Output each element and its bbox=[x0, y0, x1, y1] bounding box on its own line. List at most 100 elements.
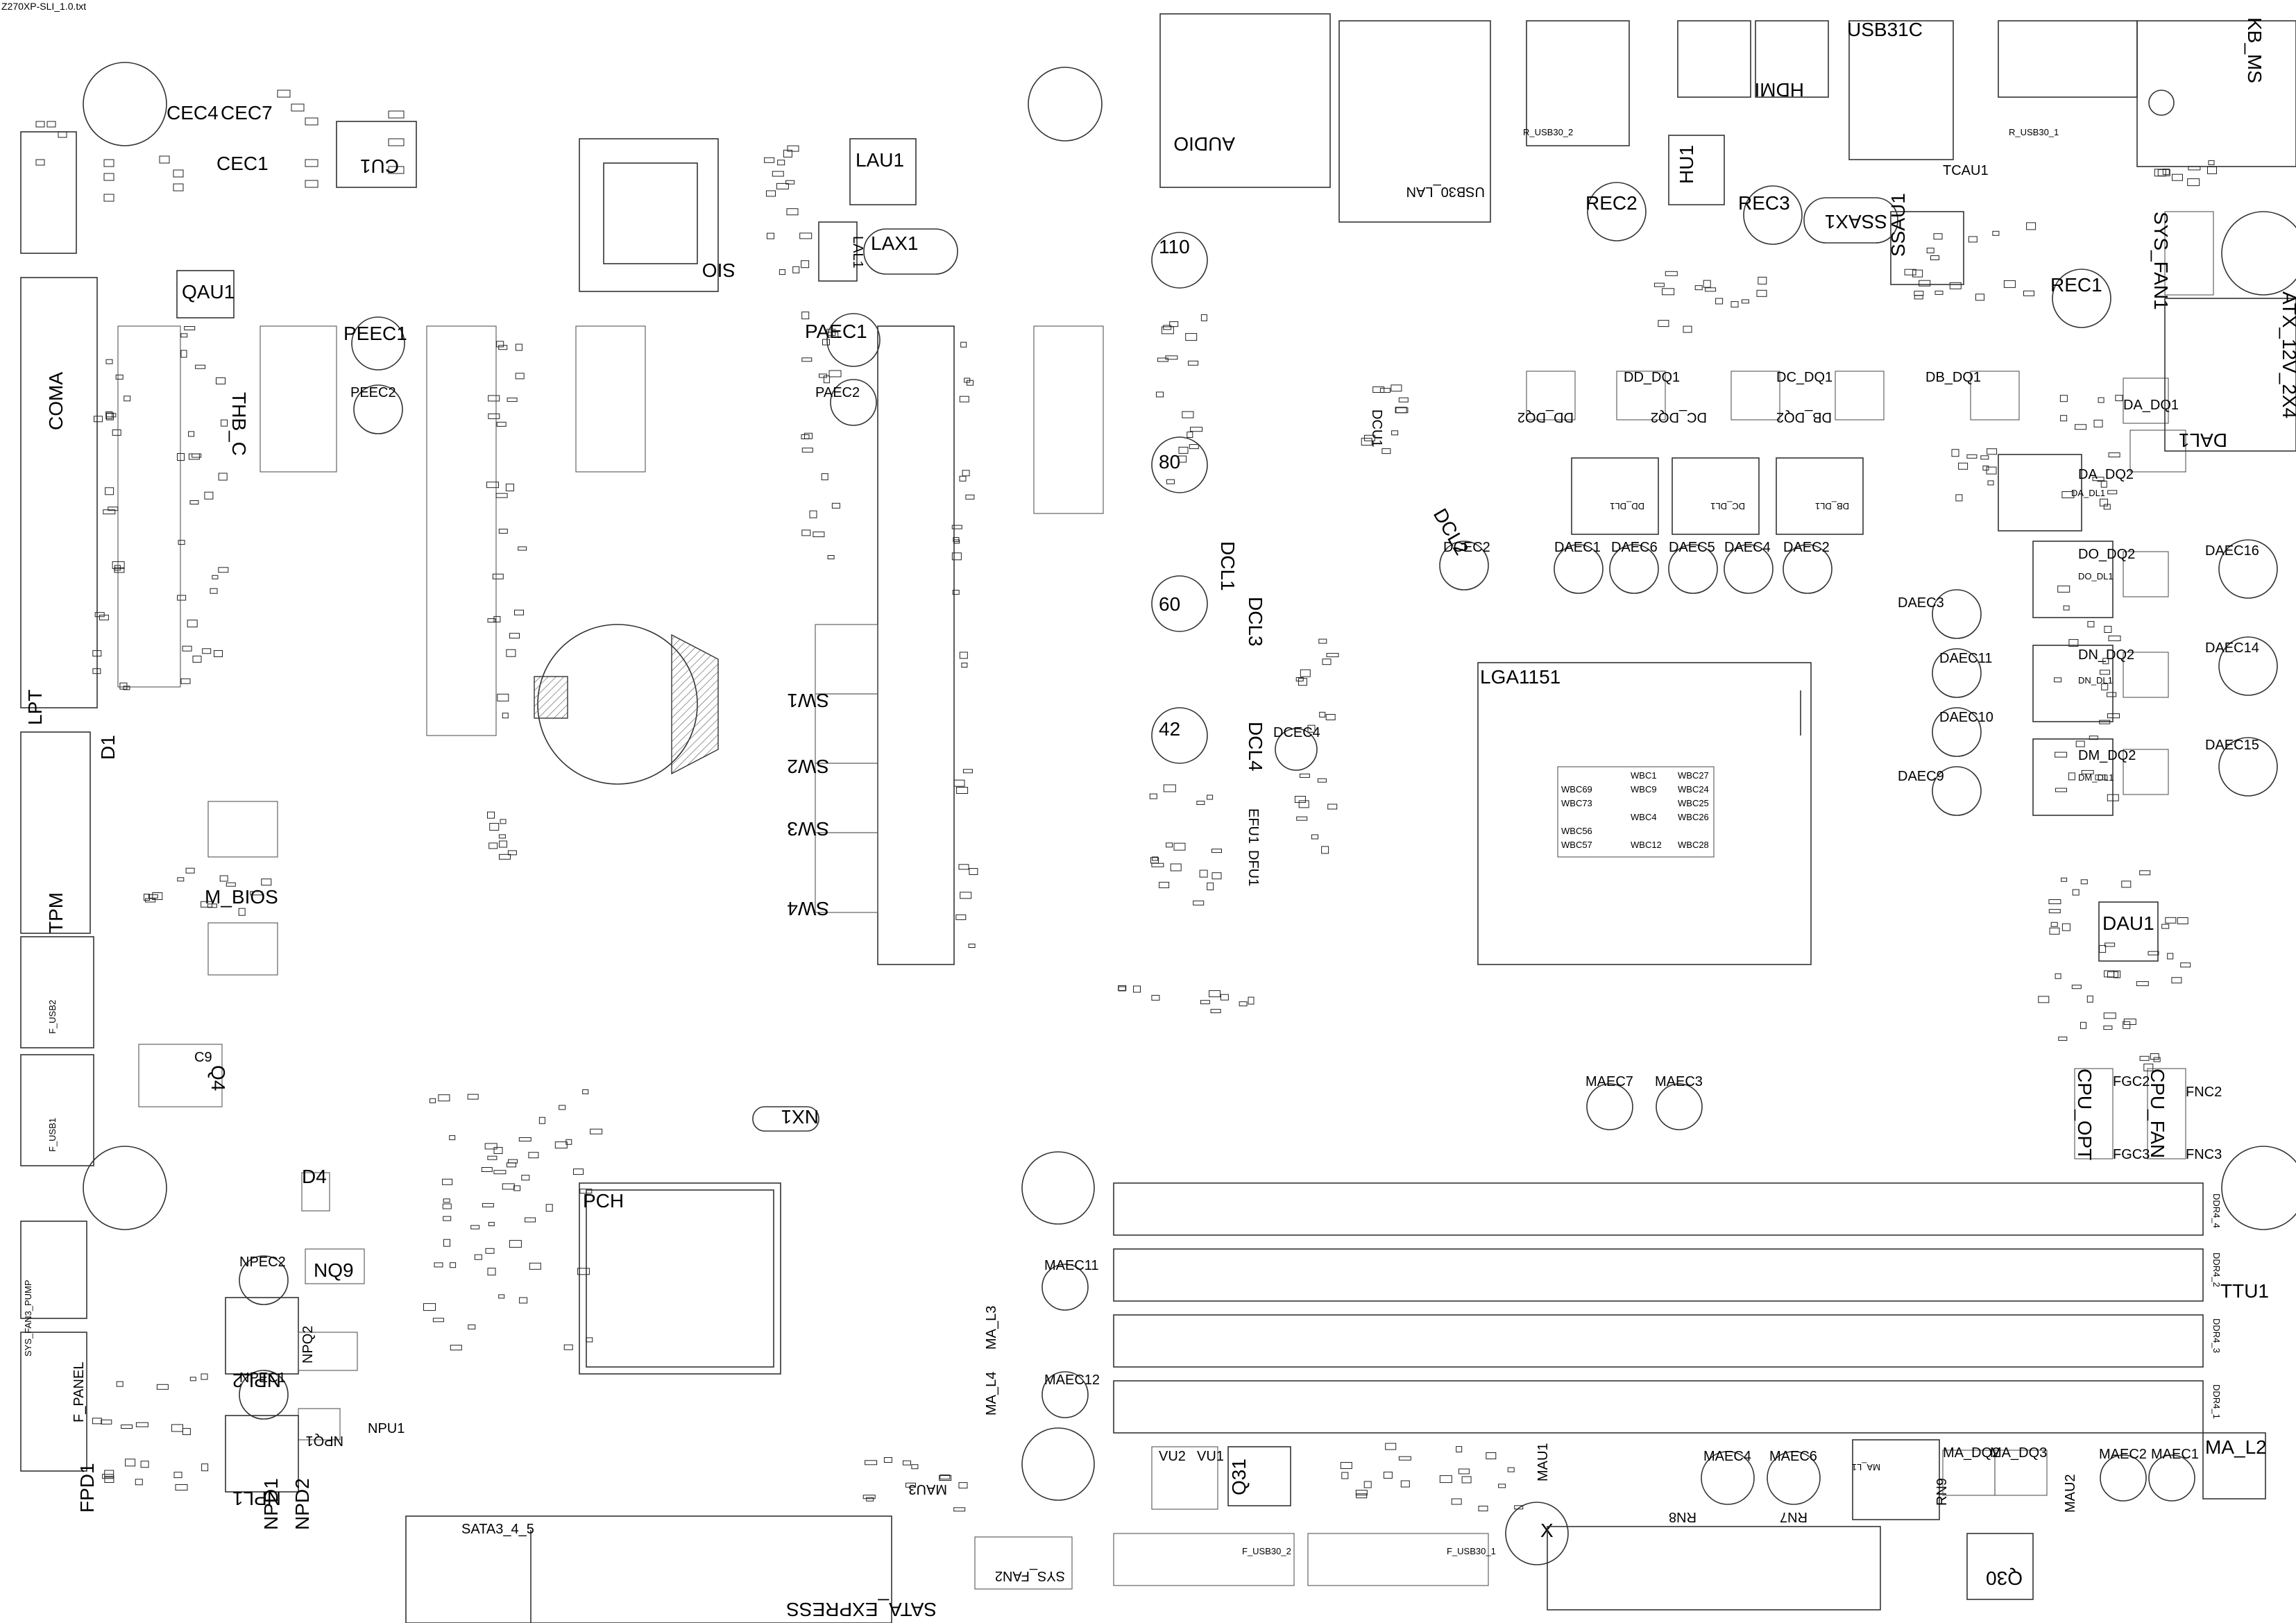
smd-pad bbox=[2055, 751, 2068, 758]
socket-cap-labels: WBC27 WBC24 WBC25 WBC26 WBC28 WBC1 WBC9 … bbox=[1561, 770, 1709, 850]
label-db-dq2: DB_DQ2 bbox=[1776, 409, 1832, 425]
smd-pad bbox=[1992, 230, 2000, 236]
smd-pad bbox=[2087, 621, 2095, 628]
smd-pad bbox=[823, 375, 830, 384]
smd-pad bbox=[2123, 1019, 2136, 1025]
smd-pad bbox=[801, 434, 810, 439]
smd-pad bbox=[1451, 1498, 1462, 1505]
smd-pad bbox=[2068, 639, 2079, 647]
smd-pad bbox=[2058, 1036, 2068, 1041]
smd-pad bbox=[1169, 321, 1179, 328]
label-peec1: PEEC1 bbox=[343, 323, 407, 344]
label-npec2: NPEC2 bbox=[239, 1255, 286, 1270]
smd-pad bbox=[1498, 1484, 1506, 1488]
smd-pad bbox=[499, 853, 511, 860]
smd-pad bbox=[2208, 160, 2215, 165]
smd-pad bbox=[1951, 449, 1959, 457]
smd-pad bbox=[423, 1303, 436, 1311]
smd-pad bbox=[1159, 881, 1170, 888]
smd-pad bbox=[2099, 720, 2111, 724]
smd-pad bbox=[1379, 388, 1391, 393]
smd-pad bbox=[1189, 444, 1199, 450]
label-npq1: NPQ1 bbox=[306, 1433, 343, 1448]
smd-pad bbox=[787, 145, 799, 152]
smd-pad bbox=[792, 266, 800, 273]
label-daec11: DAEC11 bbox=[1939, 651, 1992, 666]
smd-pad bbox=[2092, 477, 2104, 482]
smd-pad bbox=[189, 1377, 196, 1382]
label-nx1: NX1 bbox=[781, 1106, 819, 1128]
label-npec1: NPEC1 bbox=[239, 1370, 286, 1386]
smd-pad bbox=[1398, 1456, 1411, 1461]
smd-pad bbox=[1383, 1471, 1393, 1479]
smd-pad bbox=[911, 1464, 919, 1470]
svg-text:WBC69: WBC69 bbox=[1561, 784, 1592, 794]
label-maec1: MAEC1 bbox=[2151, 1447, 2199, 1462]
label-usb31c: USB31C bbox=[1847, 19, 1923, 40]
smd-pad bbox=[582, 1089, 589, 1094]
smd-pad bbox=[1300, 669, 1311, 677]
smd-pad bbox=[119, 682, 128, 690]
smd-pad bbox=[579, 1189, 593, 1194]
label-maec3: MAEC3 bbox=[1655, 1074, 1703, 1089]
smd-pad bbox=[1395, 407, 1409, 414]
smd-pad bbox=[103, 509, 116, 515]
smd-pad bbox=[951, 525, 962, 529]
lau1-chip bbox=[818, 138, 958, 282]
smd-pad bbox=[2099, 945, 2107, 953]
smd-pad bbox=[497, 693, 509, 702]
smd-pad bbox=[1133, 985, 1141, 993]
smd-pad bbox=[1363, 1481, 1372, 1488]
smd-pad bbox=[2055, 788, 2067, 792]
smd-pad bbox=[467, 1094, 479, 1100]
smd-pad bbox=[518, 1137, 532, 1141]
smd-pad bbox=[1325, 714, 1336, 720]
smd-pad bbox=[2095, 774, 2108, 781]
smd-pad bbox=[486, 482, 499, 488]
label-daec10: DAEC10 bbox=[1939, 710, 1993, 725]
label-ssax1: SSAX1 bbox=[1825, 211, 1887, 232]
smd-pad bbox=[2150, 1053, 2159, 1060]
smd-pad bbox=[2108, 452, 2120, 458]
smd-pad bbox=[507, 850, 517, 856]
smd-pad bbox=[1758, 276, 1767, 284]
smd-pad bbox=[525, 1217, 536, 1223]
label-daec5: DAEC5 bbox=[1669, 540, 1715, 555]
smd-pad bbox=[1298, 800, 1309, 808]
mount-holes bbox=[83, 62, 2296, 1501]
label-cec4: CEC4 bbox=[167, 102, 219, 124]
smd-pad bbox=[182, 1428, 191, 1436]
smd-pad bbox=[144, 894, 150, 901]
smd-pad bbox=[2165, 917, 2177, 924]
ddr4-slots bbox=[1113, 1182, 2204, 1434]
label-dc-dq1: DC_DQ1 bbox=[1776, 370, 1832, 385]
smd-pad bbox=[801, 260, 810, 269]
smd-pad bbox=[960, 341, 967, 348]
label-pch: PCH bbox=[583, 1190, 624, 1212]
smd-pad bbox=[2162, 169, 2170, 176]
smd-pad bbox=[953, 779, 965, 787]
smd-pad bbox=[449, 1135, 456, 1141]
smd-pad bbox=[1178, 446, 1189, 454]
smd-pad bbox=[474, 1254, 482, 1260]
smd-pad bbox=[108, 507, 119, 511]
svg-text:WBC27: WBC27 bbox=[1678, 770, 1709, 781]
smd-pad bbox=[1220, 994, 1229, 1001]
smd-pad bbox=[105, 487, 114, 495]
label-lax1: LAX1 bbox=[871, 232, 919, 254]
smd-pad bbox=[559, 1105, 566, 1110]
smd-pad bbox=[1199, 869, 1208, 878]
smd-pad bbox=[519, 1297, 528, 1304]
smd-pad bbox=[956, 787, 969, 794]
smd-pad bbox=[94, 612, 105, 618]
smd-pad bbox=[2026, 222, 2036, 230]
smd-pad bbox=[2139, 870, 2151, 876]
label-lga1151: LGA1151 bbox=[1480, 666, 1561, 688]
smd-pad bbox=[173, 1472, 182, 1479]
label-cpu-opt: CPU_OPT bbox=[2074, 1069, 2095, 1160]
label-dcl3: DCL3 bbox=[1245, 597, 1266, 647]
label-daec3: DAEC3 bbox=[1898, 595, 1944, 611]
smd-pad bbox=[1152, 856, 1159, 861]
smd-pad bbox=[212, 575, 219, 579]
label-80: 80 bbox=[1159, 451, 1180, 473]
